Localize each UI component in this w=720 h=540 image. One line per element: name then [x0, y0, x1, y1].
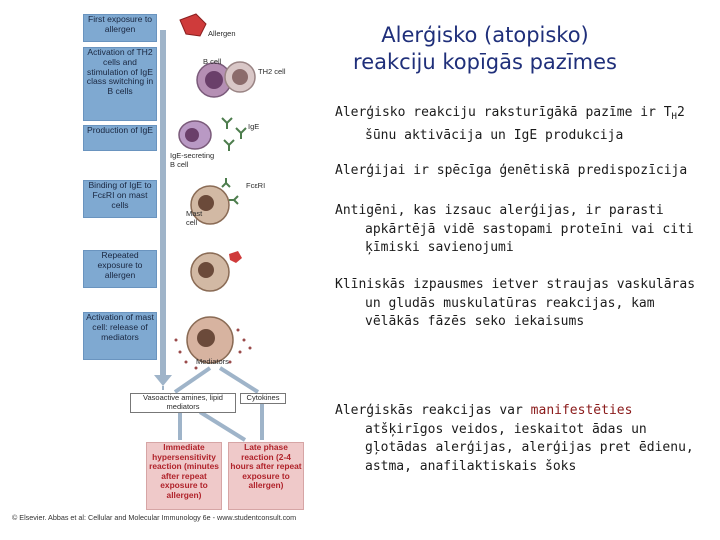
step-repeated-exposure: Repeated exposure to allergen [83, 250, 157, 288]
label-mast-cell: Mast cell [186, 209, 203, 227]
label-b-cell: B cell [203, 57, 222, 66]
allergen-icon [179, 13, 207, 37]
bullet-5-text-a: Alerģiskās reakcijas var [335, 403, 531, 418]
arrow-amines-to-late [198, 410, 247, 442]
image-credit: © Elsevier. Abbas et al: Cellular and Mo… [12, 513, 297, 522]
outcome-late-phase: Late phase reaction (2-4 hours after rep… [228, 442, 304, 510]
bullet-1-text-b: 2 šūnu aktivācija un IgE produkcija [365, 105, 685, 143]
step-ige-production: Production of IgE [83, 125, 157, 151]
bullet-5-highlight: manifestēties [530, 403, 633, 418]
bullet-manifestations: Alerģiskās reakcijas var manifestēties a… [335, 402, 715, 476]
bullet-antigens: Antigēni, kas izsauc alerģijas, ir paras… [335, 203, 694, 255]
label-fceri: FcεRI [246, 181, 266, 190]
bullet-th2-ige: Alerģisko reakciju raksturīgākā pazīme i… [335, 104, 715, 145]
label-ige: IgE [248, 122, 260, 131]
step-mast-activation: Activation of mast cell: release of medi… [83, 312, 157, 360]
ige-antibody-icons [221, 117, 247, 151]
title-line-2: reakciju kopīgās pazīmes [353, 50, 617, 74]
step-th2-activation: Activation of TH2 cells and stimulation … [83, 47, 157, 121]
label-th2-cell: TH2 cell [258, 67, 286, 76]
slide-title: Alerģisko (atopisko) reakciju kopīgās pa… [320, 22, 650, 76]
bullet-genetic: Alerģijai ir spēcīga ģenētiskā predispoz… [335, 163, 688, 178]
b-cell-nucleus-icon [205, 71, 223, 89]
bullet-1-text-a: Alerģisko reakciju raksturīgākā pazīme i… [335, 105, 672, 120]
flow-arrow-shaft [160, 30, 166, 375]
step-binding: Binding of IgE to FcεRI on mast cells [83, 180, 157, 218]
label-allergen: Allergen [208, 29, 236, 38]
mast-cell-repeat-nucleus-icon [198, 262, 214, 278]
box-cytokines: Cytokines [240, 393, 286, 404]
bullet-clinical: Klīniskās izpausmes ietver straujas vask… [335, 277, 696, 329]
outcome-immediate: Immediate hypersensitivity reaction (min… [146, 442, 222, 510]
arrow-to-amines [173, 366, 212, 394]
label-ige-secreting: IgE-secreting B cell [170, 151, 215, 169]
box-vasoactive-amines: Vasoactive amines, lipid mediators [130, 393, 236, 413]
label-mediators: Mediators [196, 357, 229, 366]
bullet-1-subscript: H [671, 112, 677, 122]
title-line-1: Alerģisko (atopisko) [381, 23, 589, 47]
allergen-repeat-icon [229, 251, 242, 263]
mediator-granules-icon [174, 328, 252, 370]
step-first-exposure: First exposure to allergen [83, 14, 157, 42]
flow-arrow-head [154, 375, 172, 386]
arrow-to-cytokines [218, 366, 260, 394]
bullet-5-text-b: atšķirīgos veidos, ieskaitot ādas un gļo… [365, 421, 694, 474]
mast-cell-nucleus-icon [198, 195, 214, 211]
ige-secreting-nucleus-icon [185, 128, 199, 142]
fceri-bound-ige-icons [221, 178, 239, 205]
th2-cell-nucleus-icon [232, 69, 248, 85]
activated-mast-cell-nucleus-icon [197, 329, 215, 347]
